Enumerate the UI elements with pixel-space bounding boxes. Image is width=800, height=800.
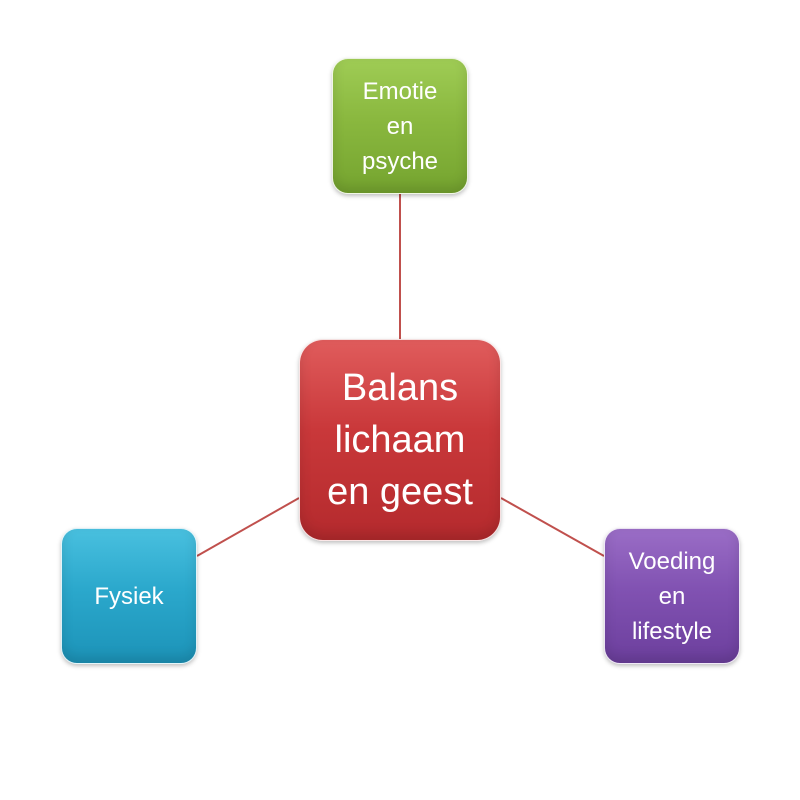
center-node-label: Balans lichaam en geest [327,367,473,513]
node-label-voeding: Voeding en lifestyle [628,547,716,645]
node-label-emotie: Emotie en psyche [361,77,439,175]
connector-left [196,497,300,557]
node-fysiek: Fysiek [61,528,197,664]
connector-right [500,497,605,557]
node-label-fysiek: Fysiek [94,582,164,610]
node-voeding-en-lifestyle: Voeding en lifestyle [604,528,740,664]
node-emotie-en-psyche: Emotie en psyche [332,58,468,194]
center-node-balans: Balans lichaam en geest [299,339,501,541]
